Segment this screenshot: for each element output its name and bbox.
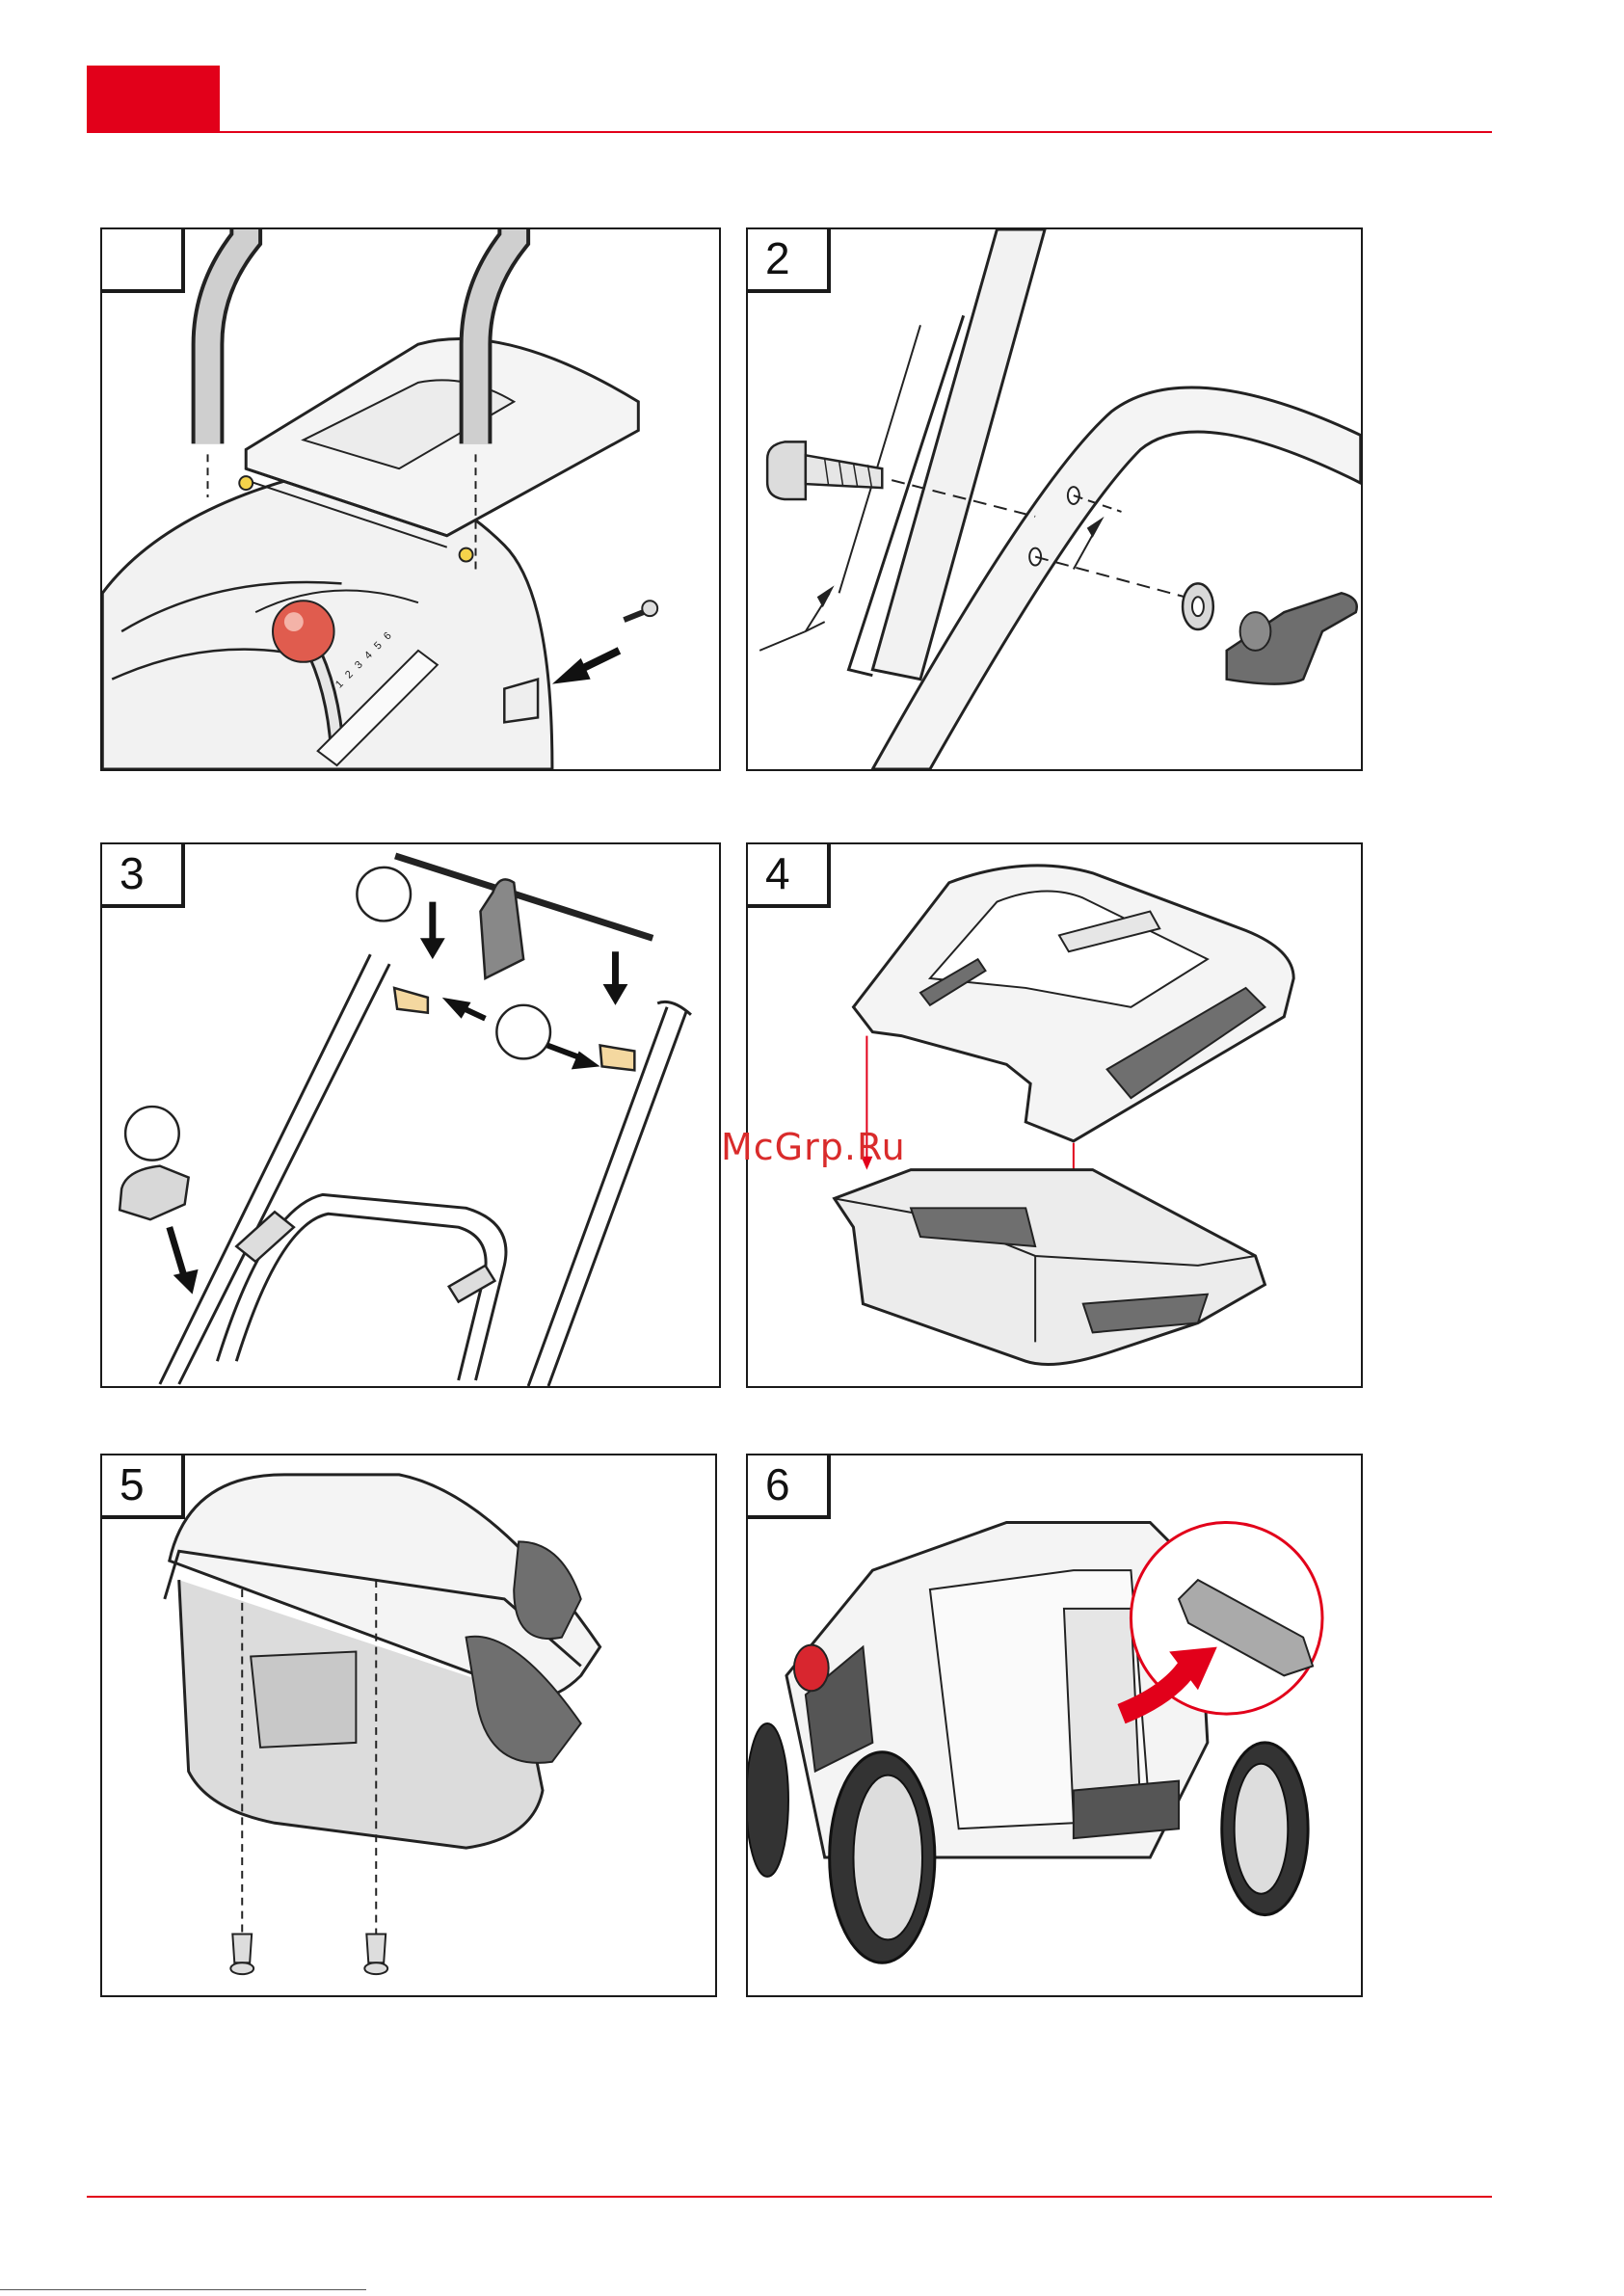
figure-panel-4: 4 xyxy=(746,842,1363,1388)
panel-2-illustration xyxy=(748,229,1361,769)
panel-number: 4 xyxy=(748,844,831,908)
figure-panel-6: 6 xyxy=(746,1454,1363,1997)
height-scale-mark: 6 xyxy=(382,630,399,648)
panel-5-illustration xyxy=(102,1455,715,1995)
height-scale-mark: 2 xyxy=(343,669,360,686)
panel-3-illustration xyxy=(102,844,719,1386)
height-scale-mark: 3 xyxy=(353,659,370,677)
height-scale-mark: 4 xyxy=(362,650,380,667)
header-red-block xyxy=(87,66,220,133)
figure-panel-1: 1 2 3 4 5 6 xyxy=(100,227,721,771)
figure-panel-5: 5 xyxy=(100,1454,717,1997)
figure-panel-3: 3 xyxy=(100,842,721,1388)
panel-number: 5 xyxy=(102,1455,185,1519)
panel-number: 3 xyxy=(102,844,185,908)
watermark-text: McGrp.Ru xyxy=(721,1126,906,1168)
footer-rule xyxy=(87,2196,1492,2198)
header-rule xyxy=(220,131,1492,133)
panel-4-illustration xyxy=(748,844,1361,1386)
panel-number: 2 xyxy=(748,229,831,293)
panel-1-illustration xyxy=(102,229,719,769)
figure-panel-2: 2 xyxy=(746,227,1363,771)
panel-number xyxy=(102,229,185,293)
footer-line xyxy=(0,2289,366,2290)
panel-6-illustration xyxy=(748,1455,1361,1995)
panel-number: 6 xyxy=(748,1455,831,1519)
height-scale-mark: 5 xyxy=(372,640,389,657)
